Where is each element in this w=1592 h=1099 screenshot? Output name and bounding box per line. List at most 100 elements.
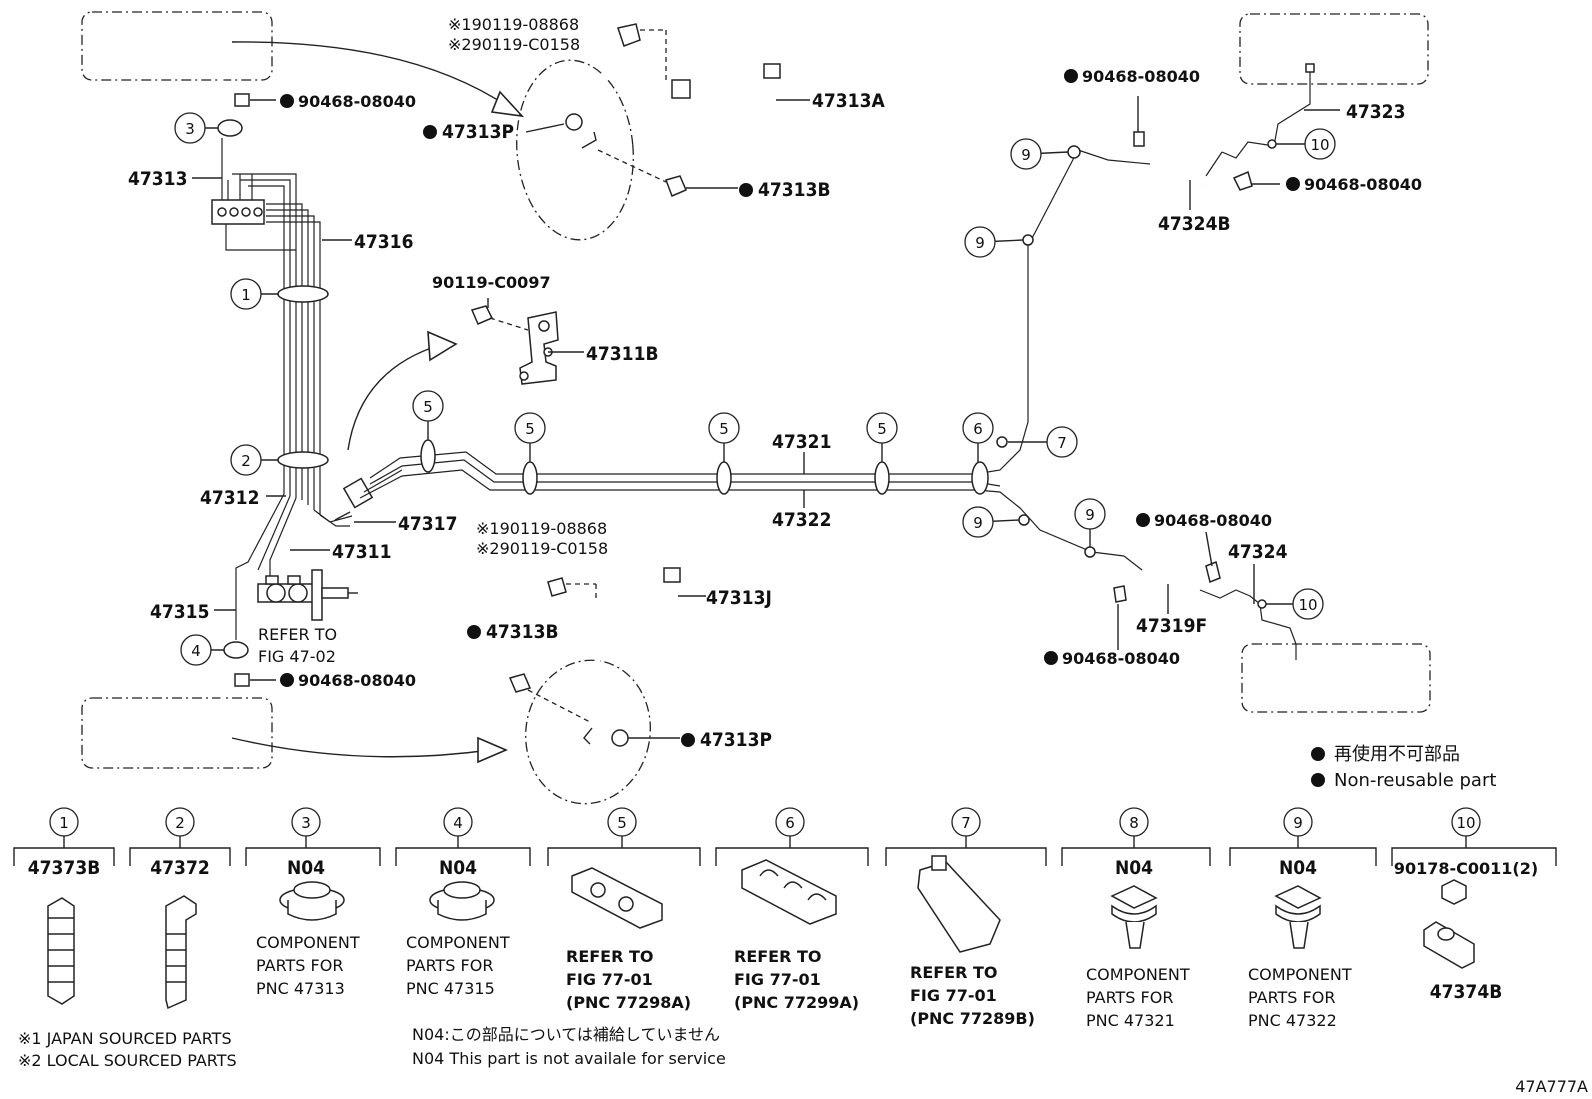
component-part-number: N04 [1115,857,1153,879]
nonreusable-dot [1064,69,1078,83]
clamp-5 [522,461,538,495]
component-number: 5 [617,814,627,832]
component-number: 1 [59,814,69,832]
callout-number: 4 [191,642,201,660]
component-number: 10 [1456,814,1475,832]
nonreusable-dot [1044,651,1058,665]
callout-number: 5 [877,420,887,438]
bolt-icon [547,577,567,597]
legend-jp: 再使用不可部品 [1334,744,1460,765]
label-47313: 47313 [128,168,187,190]
component-bracket [715,836,869,866]
callout-circle-9 [964,226,996,258]
callout-circle-10 [1292,588,1324,620]
clamp-5 [420,439,436,473]
component-description: COMPONENT [1086,965,1190,984]
label-bolt-bot-2: ※290119-C0158 [476,539,608,558]
grommet-4-drawing [429,881,495,921]
clip-icon [234,93,250,107]
callout-circle-4 [180,634,212,666]
grommet-4 [223,641,249,659]
label-47319F: 47319F [1136,615,1207,637]
callout-number: 7 [1057,434,1067,452]
callout-number: 9 [1085,506,1095,524]
callout-number: 9 [973,514,983,532]
tube-47323 [1221,70,1311,159]
component-description: (PNC 77299A) [734,993,859,1012]
nonreusable-dot [1136,513,1150,527]
nonreusable-dot [280,94,294,108]
nonreusable-dot [467,625,481,639]
clamp-5 [874,461,890,495]
component-bracket [129,836,231,866]
label-47313P-top: 47313P [442,121,514,143]
label-clip-c: 90468-08040 [1082,67,1200,86]
component-part-number: 90178-C0011(2) [1394,859,1538,878]
component-number: 6 [785,814,795,832]
component-description: REFER TO [910,963,998,982]
clamp-6-drawing [741,859,837,925]
bolt-icon [617,23,641,47]
clamp-7 [996,436,1008,448]
callout-number: 1 [241,286,251,304]
component-description: REFER TO [734,947,822,966]
washer-icon [565,113,583,131]
component-description: FIG 77-01 [566,970,653,989]
callout-circle-10 [1304,128,1336,160]
component-sub-part-number: 47374B [1430,981,1503,1003]
component-description: PARTS FOR [1086,988,1173,1007]
callout-number: 9 [975,234,985,252]
footnote-japan: ※1 JAPAN SOURCED PARTS [18,1029,232,1048]
component-bracket [885,836,1047,866]
callout-circle-5 [866,412,898,444]
component-description: PARTS FOR [256,956,343,975]
arrow-47311B [347,344,441,451]
clip-8-drawing [1110,885,1158,949]
footnote-local: ※2 LOCAL SOURCED PARTS [18,1051,237,1070]
clip-icon [234,673,250,687]
clamp-10-drawing [1423,879,1475,969]
label-47313P-bot: 47313P [700,729,772,751]
clip-icon [1113,585,1127,603]
label-47316: 47316 [354,231,413,253]
label-clip-e: 90468-08040 [1154,511,1272,530]
callout-circle-9 [1010,138,1042,170]
label-clip-d: 90468-08040 [1304,175,1422,194]
figure-id: 47A777A [1515,1077,1588,1096]
component-description: FIG 77-01 [910,986,997,1005]
callout-circle-3 [174,112,206,144]
clip-icon [1205,560,1221,584]
detail-circle-top [516,59,634,241]
component-bracket [1229,836,1377,866]
callout-number: 3 [185,120,195,138]
component-description: REFER TO [566,947,654,966]
clamp-2 [277,451,329,469]
component-description: PNC 47315 [406,979,495,998]
component-description: COMPONENT [256,933,360,952]
component-description: FIG 77-01 [734,970,821,989]
clamp-7-drawing [917,855,1001,953]
clamp-5 [716,461,732,495]
label-47323: 47323 [1346,101,1405,123]
component-number: 7 [961,814,971,832]
callout-circle-9 [962,506,994,538]
clamp-6 [971,461,989,495]
component-description: PNC 47321 [1086,1011,1175,1030]
ref-box-bottom-left [81,697,273,769]
callout-number: 6 [973,420,983,438]
callout-number: 10 [1298,596,1317,614]
arrow-top [231,41,511,109]
component-number: 8 [1129,814,1139,832]
component-bracket [13,836,115,866]
callout-number: 10 [1310,136,1329,154]
component-part-number: 47373B [28,857,101,879]
callout-circle-9 [1074,498,1106,530]
label-47313J: 47313J [706,587,772,609]
component-bracket [395,836,531,866]
detail-circle-bottom [525,659,651,805]
ref-box-bottom-right [1241,643,1431,713]
hose-top-left [178,63,223,98]
clip-9-drawing [1274,885,1322,949]
bolt-icon [508,673,532,693]
